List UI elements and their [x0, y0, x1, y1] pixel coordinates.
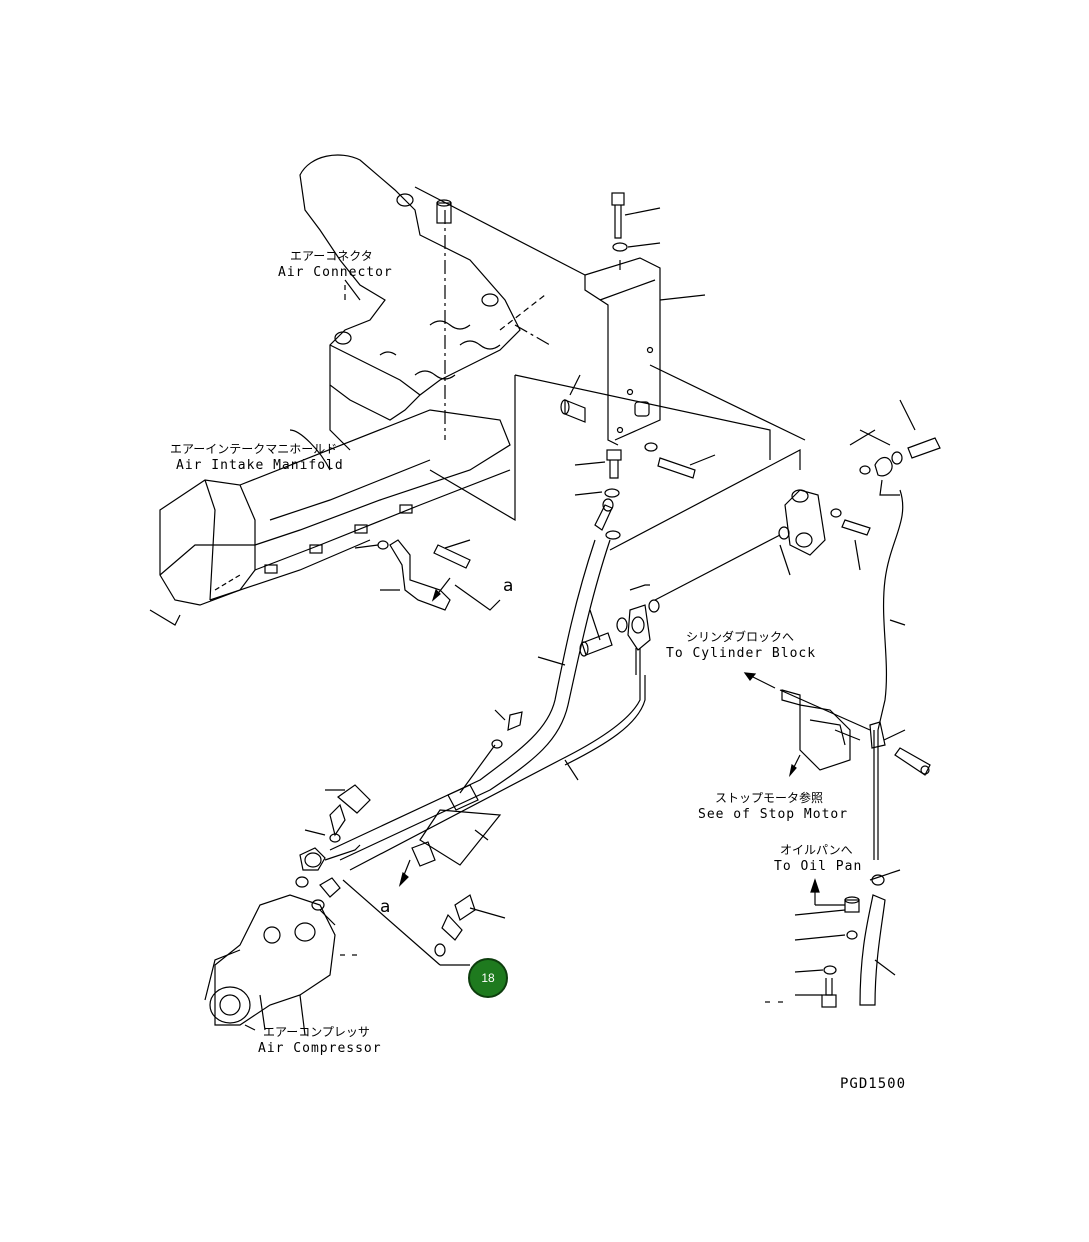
intake-manifold-label-en: Air Intake Manifold: [176, 458, 344, 473]
tube-clamp: [398, 709, 523, 887]
air-compressor-label-jp: エアーコンプレッサ: [263, 1025, 370, 1039]
stop-motor-label-en: See of Stop Motor: [698, 807, 849, 822]
air-compressor-label-en: Air Compressor: [258, 1041, 382, 1056]
rod-end-fittings: [579, 534, 781, 675]
drawing-code: PGD1500: [840, 1076, 907, 1092]
bracket-plane: [414, 186, 806, 551]
oil-pan-label-en: To Oil Pan: [774, 859, 863, 874]
view-a-label-upper: a: [503, 576, 514, 596]
spacer-pipe: [436, 199, 586, 423]
stop-motor-label-jp: ストップモータ参照: [715, 791, 824, 805]
view-a-label-lower: a: [380, 897, 391, 917]
upper-bolt-stack: [611, 192, 706, 301]
cylinder-block-label-en: To Cylinder Block: [666, 646, 817, 661]
right-tube: [869, 489, 906, 860]
cylinder-block-label-jp: シリンダブロックへ: [686, 630, 795, 644]
small-bracket-a: [354, 539, 501, 611]
oil-pan-label-jp: オイルパンへ: [780, 843, 853, 857]
tube-lines: [329, 539, 646, 871]
air-compressor-outline: [204, 894, 336, 1036]
part-callout-18[interactable]: 18: [468, 958, 508, 998]
intake-manifold-outline: [149, 409, 511, 626]
label-leaders: [244, 279, 361, 1031]
right-connector-block: [778, 399, 941, 576]
oil-pan-fittings: [765, 869, 901, 1008]
middle-bolts: [574, 442, 716, 540]
reference-lines: [444, 210, 551, 440]
engine-outline: [299, 154, 546, 451]
air-connector-label-en: Air Connector: [278, 265, 393, 280]
intake-manifold-label-jp: エアーインテークマニホールド: [170, 442, 338, 456]
stop-motor-linkage: [743, 672, 931, 778]
compressor-fittings: [295, 784, 506, 966]
air-connector-label-jp: エアーコネクタ: [290, 249, 373, 263]
